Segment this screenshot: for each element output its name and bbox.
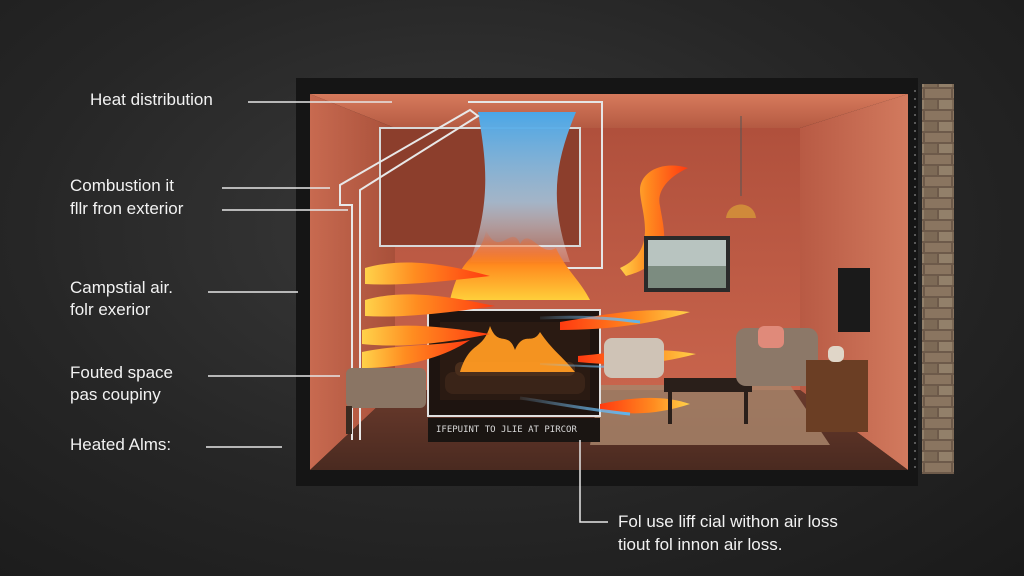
cushion — [758, 326, 784, 348]
wall-screen — [838, 268, 870, 332]
heat-arrow-left-3 — [362, 325, 490, 346]
coffee-table — [664, 378, 752, 392]
left-armchair — [346, 368, 426, 408]
label-fouted-1: Fouted space — [70, 363, 174, 382]
fireplace-base — [428, 418, 600, 442]
label-combustion-1: Combustion it — [70, 176, 174, 195]
logs — [445, 372, 585, 394]
firebox-flames — [460, 326, 575, 372]
ceiling — [310, 94, 908, 128]
rising-heat-arrow — [620, 165, 688, 276]
main-flames — [450, 230, 590, 300]
label-campstial-1: Campstial air. — [70, 278, 173, 297]
label-bottom-1: Fol use liff cial withon air loss — [618, 512, 838, 531]
air-stream-2 — [519, 396, 631, 416]
left-armchair-leg — [346, 406, 352, 434]
right-armchair — [736, 328, 818, 386]
brick-wall-section — [922, 84, 954, 474]
label-campstial-2: folr exerior — [70, 300, 151, 319]
leader-bottom — [579, 440, 608, 523]
coffee-table-leg-left — [668, 392, 672, 424]
wall-picture-landscape — [648, 266, 726, 288]
pendant-lamp — [726, 204, 756, 218]
sofa — [604, 338, 664, 378]
label-combustion-2: fllr fron exterior — [70, 199, 184, 218]
label-bottom-2: tiout fol innon air loss. — [618, 535, 783, 554]
coffee-table-leg-right — [744, 392, 748, 424]
fireplace-caption: IFEPUINT TO JLIE AT PIRCOR — [436, 425, 577, 435]
label-heated-alms: Heated Alms: — [70, 435, 172, 454]
heat-arrow-right-3 — [600, 397, 690, 414]
label-heat-distribution: Heat distribution — [90, 90, 213, 109]
label-fouted-2: pas coupiny — [70, 385, 161, 404]
air-intake-column — [470, 112, 576, 262]
air-stream-1 — [539, 315, 641, 324]
exterior-air-duct — [339, 108, 480, 440]
vase — [828, 346, 844, 362]
side-cabinet — [806, 360, 868, 432]
heat-arrow-left-4 — [362, 340, 470, 368]
heat-arrow-left-1 — [365, 262, 490, 285]
heat-arrow-left-2 — [365, 294, 495, 317]
